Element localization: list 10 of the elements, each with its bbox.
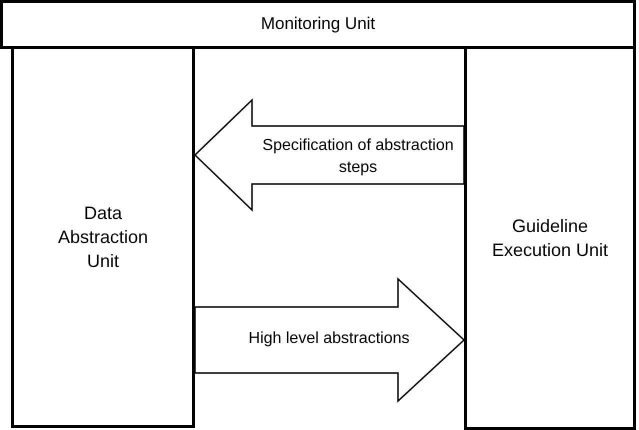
block-arrow bbox=[194, 98, 465, 212]
unit-label: Data Abstraction Unit bbox=[56, 202, 150, 274]
unit-box bbox=[464, 46, 636, 430]
unit-label: Guideline Execution Unit bbox=[490, 214, 610, 262]
edge-label: High level abstractions bbox=[248, 329, 410, 350]
unit-label: Monitoring Unit bbox=[260, 13, 376, 36]
unit-box bbox=[11, 46, 195, 428]
edge-label: Specification of abstraction steps bbox=[261, 136, 455, 178]
unit-box bbox=[0, 0, 636, 49]
block-arrow bbox=[194, 277, 466, 403]
